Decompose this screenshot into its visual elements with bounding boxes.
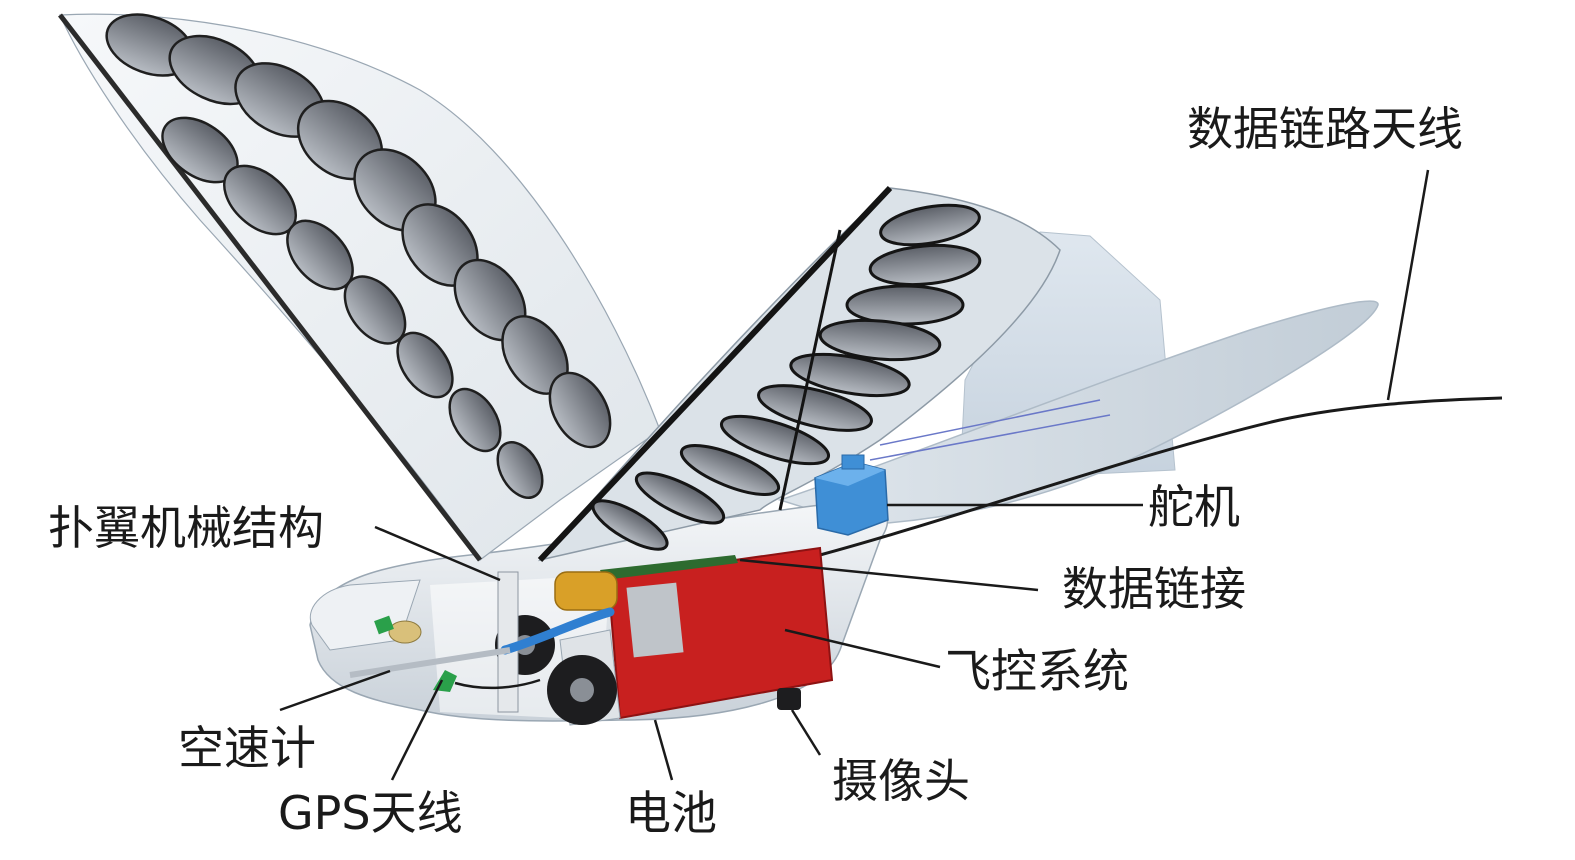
leader-datalink-connector [739, 558, 1039, 592]
label-flight-control: 飞控系统 [945, 644, 1129, 698]
leader-airspeed [279, 669, 391, 712]
label-camera: 摄像头 [832, 754, 970, 808]
label-servo: 舵机 [1148, 480, 1240, 534]
leader-battery [653, 719, 674, 781]
label-airspeed-meter: 空速计 [178, 721, 316, 775]
airspeed-probe [349, 615, 511, 678]
leader-camera [790, 709, 822, 756]
label-gps-prefix: GPS [278, 786, 371, 840]
leader-flight-control [784, 628, 941, 669]
label-datalink-connector: 数据链接 [1062, 562, 1246, 616]
leader-lines [279, 169, 1430, 781]
label-datalink-antenna: 数据链路天线 [1187, 102, 1463, 156]
label-gps-antenna: GPS天线 [278, 790, 463, 836]
leader-flapping-mechanism [374, 525, 501, 582]
servo-block [814, 454, 889, 536]
flight-controller-board [600, 546, 834, 720]
left-wing [58, 13, 661, 562]
right-wing [537, 185, 1061, 563]
horizontal-tail [777, 300, 1379, 526]
label-flapping-mechanism: 扑翼机械结构 [48, 501, 324, 555]
label-battery: 电池 [625, 786, 717, 840]
datalink-antenna-wire [819, 396, 1503, 557]
label-gps-suffix: 天线 [370, 786, 463, 840]
leader-gps [390, 679, 444, 781]
leader-datalink-antenna [1386, 169, 1430, 401]
flapping-gear-mechanism [495, 571, 617, 725]
camera-module [777, 688, 801, 710]
